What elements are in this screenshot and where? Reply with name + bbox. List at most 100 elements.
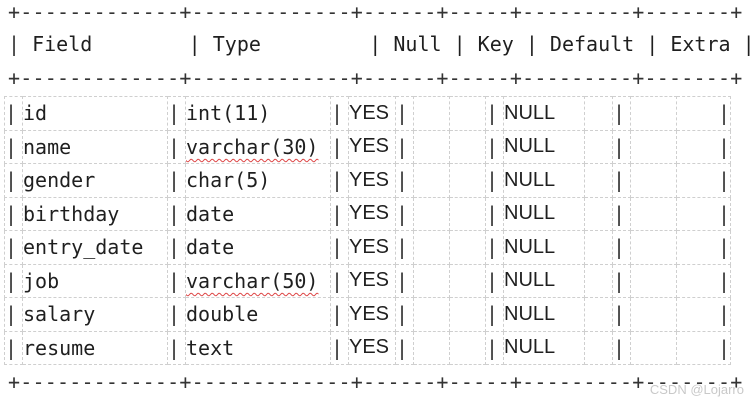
cell-key — [413, 297, 450, 332]
cell-spacer — [584, 196, 613, 231]
cell-extra — [630, 297, 677, 332]
cell-key — [413, 263, 450, 298]
cell-separator: | — [395, 196, 414, 231]
cell-separator: | — [485, 163, 504, 198]
cell-key — [413, 330, 450, 365]
cell-separator: | — [676, 263, 731, 298]
cell-null: YES — [348, 263, 396, 298]
cell-field: job — [22, 263, 168, 298]
cell-null: YES — [348, 163, 396, 198]
cell-separator: | — [612, 297, 631, 332]
table-row: |birthday|date|YES||NULL|| — [4, 196, 731, 231]
cell-field: salary — [22, 297, 168, 332]
cell-separator: | — [330, 196, 349, 231]
cell-separator: | — [612, 330, 631, 365]
cell-extra — [630, 96, 677, 131]
cell-spacer — [584, 263, 613, 298]
cell-field: resume — [22, 330, 168, 365]
cell-separator: | — [676, 163, 731, 198]
cell-separator: | — [612, 196, 631, 231]
cell-null: YES — [348, 330, 396, 365]
cell-default: NULL — [503, 230, 585, 265]
cell-default: NULL — [503, 263, 585, 298]
cell-separator: | — [4, 163, 23, 198]
cell-separator: | — [485, 330, 504, 365]
table-row: |salary|double|YES||NULL|| — [4, 297, 731, 332]
cell-separator: | — [330, 129, 349, 164]
cell-spacer — [584, 330, 613, 365]
cell-separator: | — [4, 263, 23, 298]
cell-null: YES — [348, 297, 396, 332]
cell-field: entry_date — [22, 230, 168, 265]
cell-type: int(11) — [185, 96, 331, 131]
cell-separator: | — [485, 196, 504, 231]
header-extra: Extra — [670, 32, 731, 56]
cell-separator: | — [395, 330, 414, 365]
cell-field: birthday — [22, 196, 168, 231]
cell-key — [413, 129, 450, 164]
header-default: Default — [549, 32, 635, 56]
cell-separator: | — [485, 96, 504, 131]
table-row: |gender|char(5)|YES||NULL|| — [4, 163, 731, 198]
table-row: |name|varchar(30)|YES||NULL|| — [4, 129, 731, 164]
cell-separator: | — [612, 230, 631, 265]
cell-separator: | — [676, 196, 731, 231]
cell-separator: | — [167, 96, 186, 131]
cell-spacer — [584, 230, 613, 265]
table-border-top: +-------------+-------------+------+----… — [8, 0, 743, 24]
cell-default: NULL — [503, 330, 585, 365]
cell-type: date — [185, 196, 331, 231]
cell-separator: | — [4, 330, 23, 365]
cell-key — [413, 96, 450, 131]
cell-default: NULL — [503, 297, 585, 332]
cell-null: YES — [348, 196, 396, 231]
header-null: Null — [393, 32, 442, 56]
cell-separator: | — [167, 330, 186, 365]
cell-spacer — [449, 263, 486, 298]
cell-type: date — [185, 230, 331, 265]
cell-spacer — [584, 129, 613, 164]
cell-spacer — [449, 129, 486, 164]
cell-type: varchar(30) — [185, 129, 331, 164]
cell-key — [413, 163, 450, 198]
cell-separator: | — [330, 263, 349, 298]
cell-separator: | — [330, 163, 349, 198]
cell-separator: | — [167, 230, 186, 265]
cell-extra — [630, 230, 677, 265]
cell-type: varchar(50) — [185, 263, 331, 298]
cell-spacer — [584, 96, 613, 131]
spellcheck-underline: varchar(50) — [186, 268, 319, 293]
table-row: |job|varchar(50)|YES||NULL|| — [4, 263, 731, 298]
cell-field: gender — [22, 163, 168, 198]
cell-spacer — [449, 96, 486, 131]
table-header-row: | Field | Type | Null | Key | Default | … — [8, 32, 750, 56]
cell-default: NULL — [503, 196, 585, 231]
table-row: |id|int(11)|YES||NULL|| — [4, 96, 731, 131]
cell-extra — [630, 163, 677, 198]
cell-separator: | — [612, 129, 631, 164]
cell-separator: | — [612, 163, 631, 198]
cell-default: NULL — [503, 129, 585, 164]
cell-extra — [630, 196, 677, 231]
cell-separator: | — [330, 330, 349, 365]
cell-spacer — [449, 163, 486, 198]
cell-extra — [630, 330, 677, 365]
cell-extra — [630, 129, 677, 164]
cell-separator: | — [167, 263, 186, 298]
cell-field: name — [22, 129, 168, 164]
spellcheck-underline: varchar(30) — [186, 134, 319, 159]
cell-separator: | — [4, 230, 23, 265]
cell-type: text — [185, 330, 331, 365]
cell-spacer — [449, 230, 486, 265]
cell-default: NULL — [503, 96, 585, 131]
header-type: Type — [212, 32, 261, 56]
cell-null: YES — [348, 96, 396, 131]
cell-separator: | — [330, 230, 349, 265]
cell-separator: | — [4, 129, 23, 164]
cell-null: YES — [348, 230, 396, 265]
cell-separator: | — [167, 129, 186, 164]
cell-default: NULL — [503, 163, 585, 198]
cell-separator: | — [4, 297, 23, 332]
cell-separator: | — [612, 263, 631, 298]
cell-separator: | — [167, 196, 186, 231]
